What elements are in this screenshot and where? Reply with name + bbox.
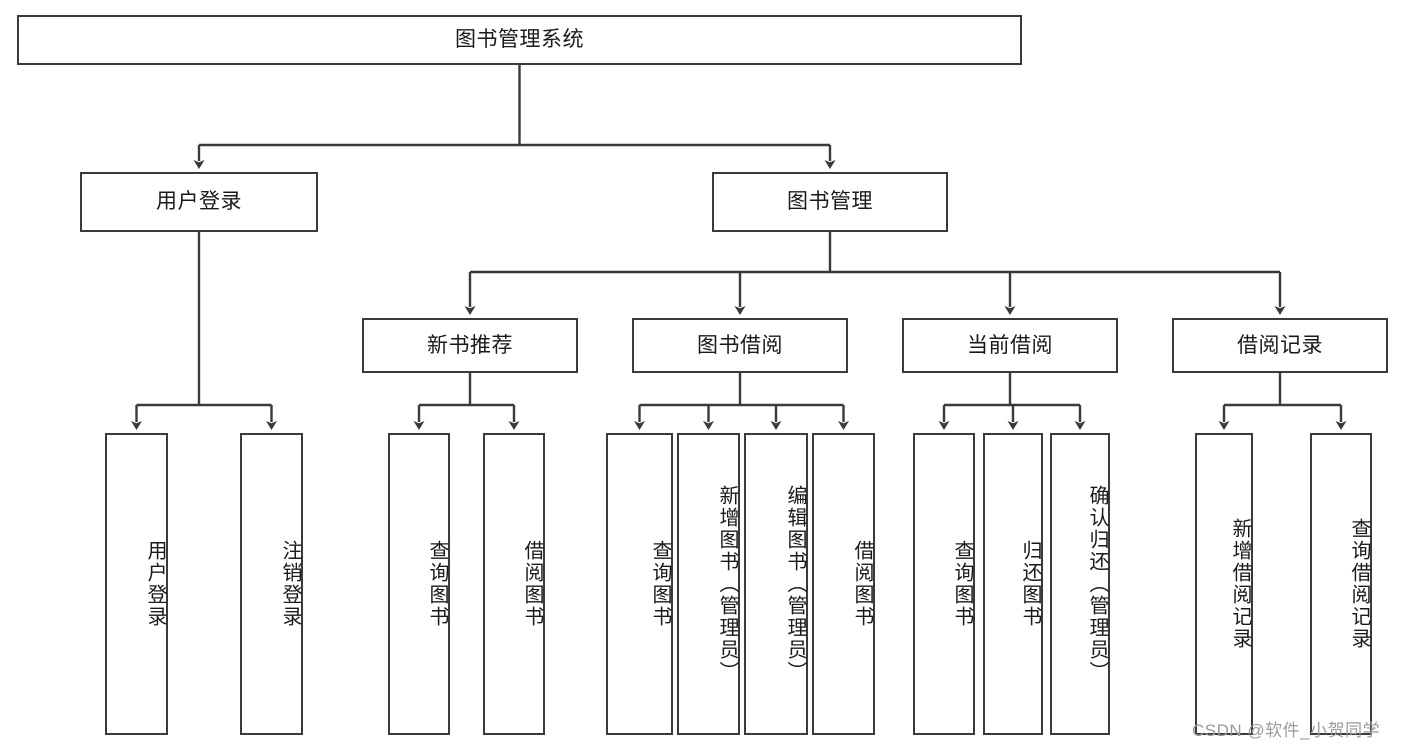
watermark: CSDN @软件_小贺同学 [1192,721,1381,740]
node-label: 图书管理系统 [455,28,584,52]
node-leaf-nb-query: 查询图书 [388,433,450,735]
node-bookmgmt: 图书管理 [712,172,948,232]
node-label: 注销登录 [279,540,301,628]
node-leaf-nb-borrow: 借阅图书 [483,433,545,735]
node-label: 图书借阅 [697,333,783,357]
node-borrow: 图书借阅 [632,318,848,373]
node-leaf-cu-confirm: 确认归还（管理员） [1050,433,1110,735]
node-records: 借阅记录 [1172,318,1388,373]
node-label: 查询图书 [649,540,671,628]
node-label: 查询借阅记录 [1348,518,1370,650]
node-login: 用户登录 [80,172,318,232]
node-current: 当前借阅 [902,318,1118,373]
node-label: 用户登录 [144,540,166,628]
node-leaf-bw-query: 查询图书 [606,433,673,735]
node-leaf-login: 用户登录 [105,433,168,735]
node-label: 编辑图书（管理员） [784,485,806,683]
node-label: 新书推荐 [427,333,513,357]
node-label: 当前借阅 [967,333,1053,357]
node-leaf-bw-borrow: 借阅图书 [812,433,875,735]
node-newbook: 新书推荐 [362,318,578,373]
node-label: 用户登录 [156,190,242,214]
node-label: 归还图书 [1019,540,1041,628]
node-label: 新增图书（管理员） [716,485,738,683]
node-label: 新增借阅记录 [1229,518,1251,650]
node-leaf-cu-query: 查询图书 [913,433,975,735]
node-leaf-rc-add: 新增借阅记录 [1195,433,1253,735]
node-leaf-cu-return: 归还图书 [983,433,1043,735]
node-label: 图书管理 [787,190,873,214]
node-label: 确认归还（管理员） [1086,485,1108,683]
node-label: 借阅图书 [851,540,873,628]
node-leaf-logout: 注销登录 [240,433,303,735]
node-leaf-bw-add: 新增图书（管理员） [677,433,740,735]
node-label: 借阅记录 [1237,333,1323,357]
node-label: 查询图书 [951,540,973,628]
node-leaf-rc-query: 查询借阅记录 [1310,433,1372,735]
node-label: 借阅图书 [521,540,543,628]
node-root: 图书管理系统 [17,15,1022,65]
node-label: 查询图书 [426,540,448,628]
node-leaf-bw-edit: 编辑图书（管理员） [744,433,808,735]
